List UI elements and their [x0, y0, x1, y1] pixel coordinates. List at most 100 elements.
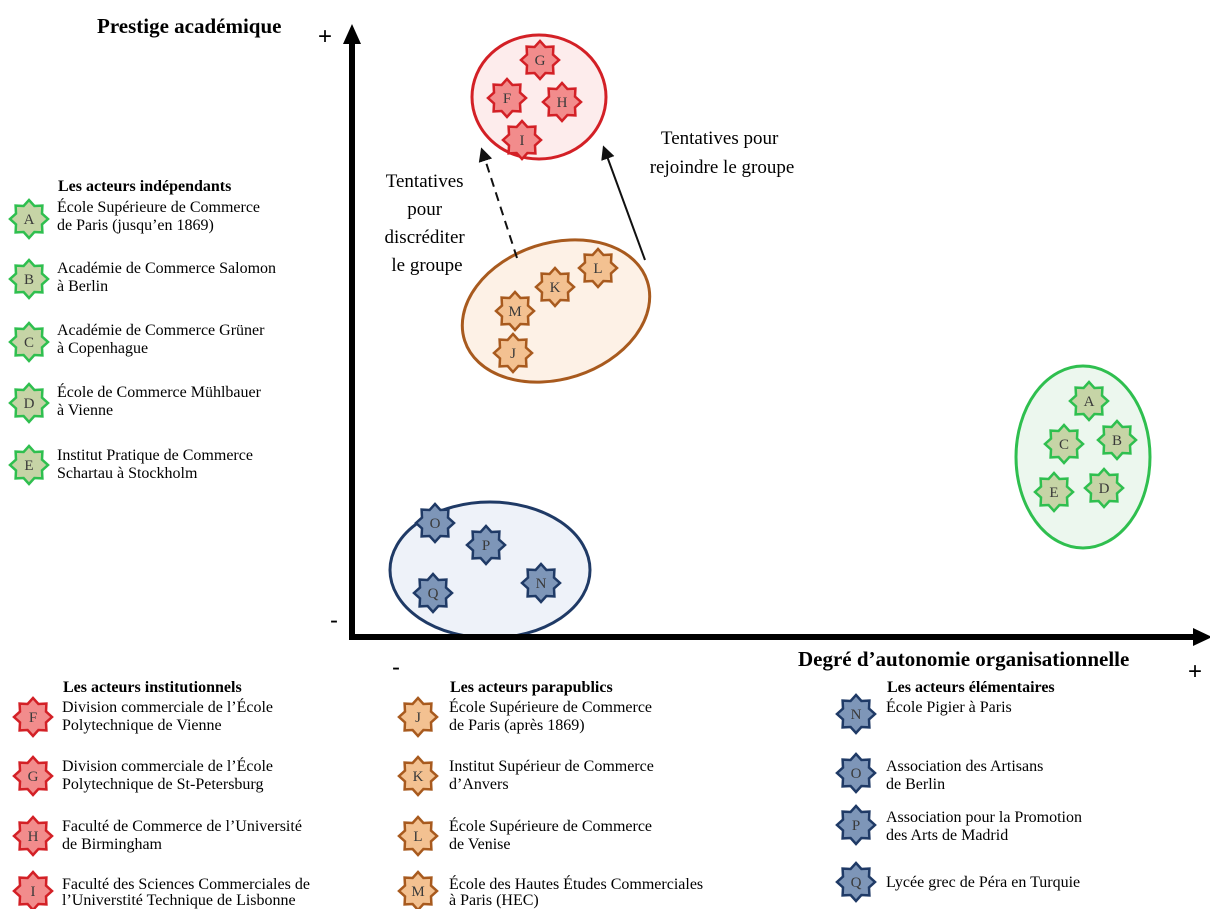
star-letter: B [24, 272, 34, 288]
star-letter: L [413, 829, 422, 845]
star-letter: D [24, 396, 35, 412]
discredit-note-line: discréditer [385, 227, 466, 248]
discredit-note-line: le groupe [391, 255, 462, 276]
star-shape [835, 861, 877, 903]
star-shape [8, 198, 50, 240]
legend-line: École Supérieure de Commerce [449, 697, 652, 716]
legend-title-independants: Les acteurs indépendants [58, 178, 231, 195]
star-letter: M [411, 884, 424, 900]
legend-title-parapublics: Les acteurs parapublics [450, 679, 613, 696]
legend-star-p: P [835, 804, 877, 846]
legend-star-j: J [397, 696, 439, 738]
star-shape [8, 258, 50, 300]
star-shape [1033, 471, 1075, 513]
legend-star-h: H [12, 815, 54, 857]
discredit-arrow [478, 147, 518, 259]
legend-star-a: A [8, 198, 50, 240]
star-letter: G [535, 53, 546, 69]
legend-line: de Birmingham [62, 836, 163, 853]
star-letter: O [430, 516, 441, 532]
legend-line: de Paris (jusqu’en 1869) [57, 217, 214, 234]
join-arrow [601, 145, 646, 261]
diagram-star-j: J [492, 332, 534, 374]
legend-line: Polytechnique de Vienne [62, 717, 222, 734]
star-shape [12, 696, 54, 738]
star-letter: P [482, 538, 490, 554]
diagram-star-d: D [1083, 467, 1125, 509]
star-letter: A [24, 212, 35, 228]
y-axis-minus: - [330, 607, 338, 634]
join-note: Tentatives pour rejoindre le groupe [650, 128, 795, 178]
cluster-institutionnels [470, 33, 608, 161]
discredit-note-line: Tentatives [386, 171, 464, 192]
star-letter: B [1112, 433, 1122, 449]
star-shape [519, 39, 561, 81]
star-shape [12, 815, 54, 857]
legend-star-o: O [835, 752, 877, 794]
star-shape [835, 804, 877, 846]
legend-line: Division commerciale de l’École [62, 756, 273, 775]
legend-line: École des Hautes Études Commerciales [449, 874, 703, 893]
legend-star-e: E [8, 444, 50, 486]
star-letter: N [851, 707, 862, 723]
discredit-note: Tentatives pour discréditer le groupe [385, 171, 470, 276]
legend-star-b: B [8, 258, 50, 300]
diagram-star-o: O [414, 502, 456, 544]
star-shape [1096, 419, 1138, 461]
y-axis-title: Prestige académique [97, 14, 282, 38]
x-axis-title: Degré d’autonomie organisationnelle [798, 647, 1129, 671]
legend-line: Lycée grec de Péra en Turquie [886, 874, 1080, 891]
legend-line: Schartau à Stockholm [57, 465, 198, 482]
diagram-star-g: G [519, 39, 561, 81]
star-shape [8, 321, 50, 363]
legend-line: École Supérieure de Commerce [449, 816, 652, 835]
star-shape [501, 119, 543, 161]
star-letter: C [24, 335, 34, 351]
legend-line: Division commerciale de l’École [62, 697, 273, 716]
star-letter: K [550, 280, 561, 296]
star-shape [12, 870, 54, 909]
legend-line: à Berlin [57, 278, 108, 295]
legend-line: Académie de Commerce Salomon [57, 260, 276, 277]
star-letter: I [31, 884, 36, 900]
cluster-parapublics [460, 238, 652, 384]
discredit-note-line: pour [407, 199, 443, 220]
legend-star-m: M [397, 870, 439, 909]
star-letter: M [508, 304, 521, 320]
star-letter: H [557, 95, 568, 111]
star-letter: N [536, 576, 547, 592]
star-letter: J [510, 346, 516, 362]
diagram-star-p: P [465, 524, 507, 566]
star-shape [8, 382, 50, 424]
star-letter: L [593, 261, 602, 277]
star-shape [492, 332, 534, 374]
y-axis-arrowhead [343, 24, 361, 44]
star-letter: G [28, 769, 39, 785]
diagram-star-a: A [1068, 380, 1110, 422]
star-shape [412, 572, 454, 614]
legend-star-q: Q [835, 861, 877, 903]
star-shape [494, 290, 536, 332]
legend-line: d’Anvers [449, 776, 509, 793]
star-shape [520, 562, 562, 604]
diagram-star-i: I [501, 119, 543, 161]
legend-line: de Berlin [886, 776, 945, 793]
legend-item-n: École Pigier à Paris [886, 697, 1012, 716]
legend-line: Polytechnique de St-Petersburg [62, 776, 263, 793]
star-letter: K [413, 769, 424, 785]
star-shape [397, 696, 439, 738]
diagram-star-e: E [1033, 471, 1075, 513]
star-shape [1083, 467, 1125, 509]
